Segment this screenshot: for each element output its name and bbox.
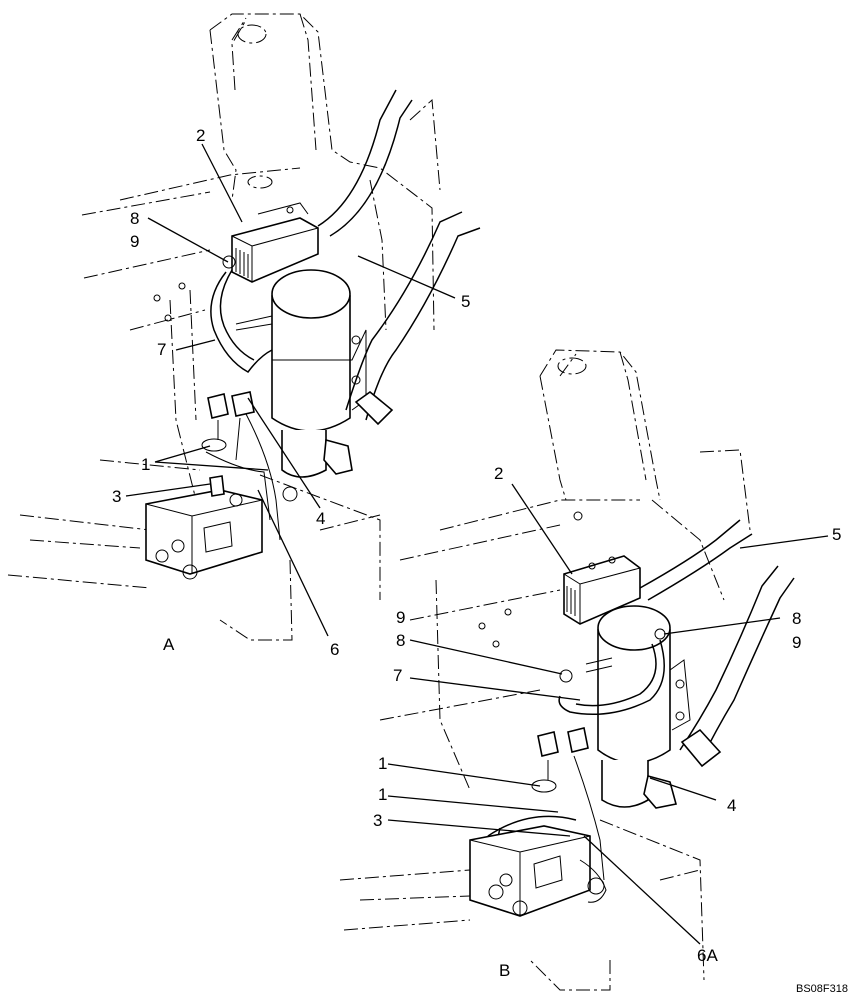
callout-7: 7 xyxy=(157,340,166,359)
callout-1: 1 xyxy=(378,785,387,804)
view-a-drawing xyxy=(7,13,481,641)
view-b-drawing xyxy=(339,349,795,991)
view-a-leaders xyxy=(125,143,456,637)
callout-6: 6 xyxy=(330,640,339,659)
callout-8: 8 xyxy=(130,209,139,228)
callout-2: 2 xyxy=(494,464,503,483)
callout-1: 1 xyxy=(141,455,150,474)
figure-code: BS08F318 xyxy=(796,983,848,995)
callout-3: 3 xyxy=(373,811,382,830)
callout-8: 8 xyxy=(792,609,801,628)
callout-5: 5 xyxy=(461,292,470,311)
callout-9: 9 xyxy=(792,633,801,652)
callout-7: 7 xyxy=(393,666,402,685)
view-b-leaders xyxy=(387,483,829,945)
callout-9: 9 xyxy=(130,232,139,251)
callout-9: 9 xyxy=(396,608,405,627)
callout-5: 5 xyxy=(832,525,841,544)
callout-4: 4 xyxy=(727,796,736,815)
callout-8: 8 xyxy=(396,631,405,650)
callout-6a: 6A xyxy=(697,946,718,965)
callout-1: 1 xyxy=(378,754,387,773)
callout-4: 4 xyxy=(316,509,325,528)
view-caption-a: A xyxy=(163,635,175,654)
view-a-labels: 2 8 9 5 7 1 3 4 6 A xyxy=(112,126,470,659)
callout-3: 3 xyxy=(112,487,121,506)
view-caption-b: B xyxy=(499,961,510,980)
callout-2: 2 xyxy=(196,126,205,145)
view-b-labels: 2 5 9 8 8 9 7 1 4 1 3 6A B xyxy=(373,464,841,980)
